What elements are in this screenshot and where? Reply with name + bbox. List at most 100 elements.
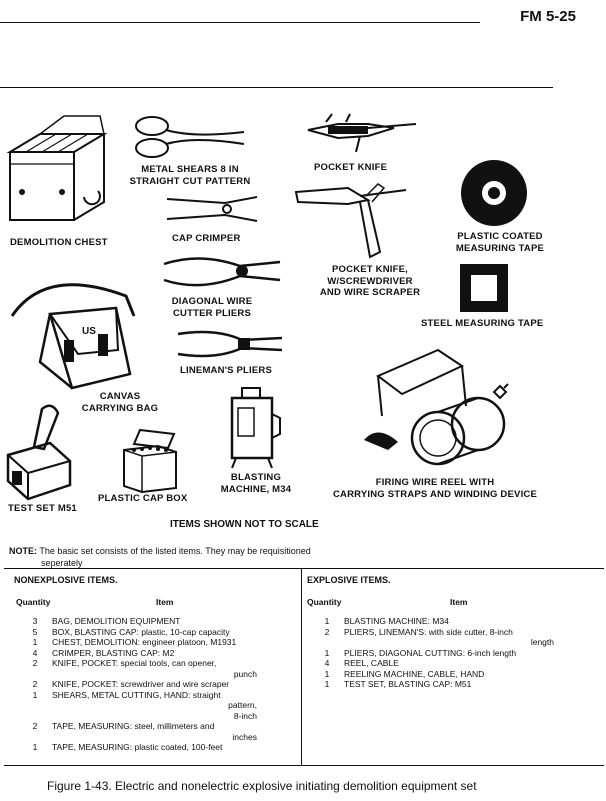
item-quantity: 2: [32, 721, 38, 731]
table-column-divider: [301, 569, 302, 765]
item-quantity: 1: [324, 679, 330, 689]
item-description: TEST SET, BLASTING CAP: M51: [344, 679, 554, 690]
item-text: REEL, CABLE: [344, 658, 399, 668]
cap-crimper-label: CAP CRIMPER: [172, 233, 241, 245]
item-description: KNIFE, POCKET: special tools, can opener…: [52, 658, 257, 679]
plastic-tape-illustration: [457, 159, 531, 232]
label-text: PLASTIC CAP BOX: [98, 493, 188, 504]
list-item: 3 BAG, DEMOLITION EQUIPMENT: [18, 616, 296, 627]
item-description: SHEARS, METAL CUTTING, HAND: straight pat…: [52, 690, 257, 722]
pocket-knife-screwdriver-label: POCKET KNIFE, W/SCREWDRIVER AND WIRE SCR…: [308, 264, 432, 299]
list-item: 1 TEST SET, BLASTING CAP: M51: [310, 679, 600, 690]
item-text: PLIERS, DIAGONAL CUTTING: 6-inch length: [344, 647, 517, 658]
list-item: 1 SHEARS, METAL CUTTING, HAND: straight pa…: [18, 690, 296, 722]
test-set-label: TEST SET M51: [8, 503, 77, 515]
label-text: CARRYING STRAPS AND WINDING DEVICE: [332, 488, 538, 500]
bag-us-marking: US: [82, 326, 96, 337]
nonexplosive-col-quantity: Quantity: [16, 597, 51, 607]
plastic-cap-box-label: PLASTIC CAP BOX: [98, 493, 187, 505]
label-text: MEASURING TAPE: [455, 242, 545, 254]
label-text: STEEL MEASURING TAPE: [421, 318, 544, 329]
label-text: PLASTIC COATED: [457, 231, 543, 242]
item-description: BOX, BLASTING CAP: plastic, 10-cap capac…: [52, 627, 257, 638]
label-text: POCKET KNIFE,: [332, 264, 408, 275]
metal-shears-label: METAL SHEARS 8 IN STRAIGHT CUT PATTERN: [125, 164, 255, 187]
item-quantity: 1: [32, 742, 38, 752]
diagonal-pliers-label: DIAGONAL WIRE CUTTER PLIERS: [162, 296, 262, 319]
list-item: 1 REELING MACHINE, CABLE, HAND: [310, 669, 600, 680]
list-item: 1 TAPE, MEASURING: plastic coated, 100-fe…: [18, 742, 296, 753]
item-description: PLIERS, DIAGONAL CUTTING: 6-inch length: [344, 648, 554, 659]
item-quantity: 2: [324, 626, 330, 637]
item-quantity: 1: [324, 647, 330, 658]
item-quantity: 1: [324, 616, 330, 626]
item-text: CHEST, DEMOLITION: engineer platoon, M19…: [52, 637, 237, 647]
item-quantity: 2: [32, 679, 38, 689]
item-quantity: 4: [32, 647, 38, 658]
item-text: KNIFE, POCKET: special tools, can opener…: [52, 658, 217, 668]
figure-caption: Figure 1-43. Electric and nonelectric ex…: [47, 779, 477, 793]
list-item: 2 KNIFE, POCKET: special tools, can opene…: [18, 658, 296, 679]
item-text: SHEARS, METAL CUTTING, HAND: straight: [52, 689, 221, 700]
label-text: DEMOLITION CHEST: [10, 237, 108, 248]
item-quantity: 1: [32, 689, 38, 700]
steel-tape-label: STEEL MEASURING TAPE: [421, 318, 543, 330]
steel-tape-illustration: [458, 262, 510, 319]
not-to-scale-note: ITEMS SHOWN NOT TO SCALE: [170, 519, 319, 530]
item-quantity: 5: [32, 626, 38, 637]
list-item: 2 KNIFE, POCKET: screwdriver and wire scr…: [18, 679, 296, 690]
label-text: MACHINE, M34: [220, 483, 292, 495]
item-text: TAPE, MEASURING: steel, millimeters and: [52, 721, 215, 731]
demolition-chest-label: DEMOLITION CHEST: [10, 237, 108, 249]
list-item: 2 TAPE, MEASURING: steel, millimeters and…: [18, 721, 296, 742]
list-item: 1 PLIERS, DIAGONAL CUTTING: 6-inch length: [310, 648, 600, 659]
header-rule-bottom: [0, 87, 553, 88]
test-set-illustration: [4, 403, 74, 508]
label-text: W/SCREWDRIVER: [327, 275, 413, 287]
explosive-col-item: Item: [450, 597, 468, 607]
item-text-continued: pattern,: [228, 700, 257, 710]
blasting-machine-illustration: [226, 384, 284, 475]
item-description: CRIMPER, BLASTING CAP: M2: [52, 648, 257, 659]
label-text: STRAIGHT CUT PATTERN: [129, 175, 251, 187]
pocket-knife-illustration: [298, 112, 418, 161]
item-description: TAPE, MEASURING: plastic coated, 100-fee…: [52, 742, 257, 753]
explosive-col-quantity: Quantity: [307, 597, 342, 607]
item-text-continued: 8-inch: [233, 710, 257, 721]
item-quantity: 1: [324, 668, 330, 679]
item-text: KNIFE, POCKET: screwdriver and wire scra…: [52, 679, 230, 689]
list-item: 5 BOX, BLASTING CAP: plastic, 10-cap capa…: [18, 627, 296, 638]
item-description: BAG, DEMOLITION EQUIPMENT: [52, 616, 257, 627]
label-text: DIAGONAL WIRE: [171, 296, 253, 307]
note-line-2: seperately: [41, 558, 83, 568]
linemans-pliers-label: LINEMAN'S PLIERS: [180, 365, 272, 377]
label-text: LINEMAN'S PLIERS: [180, 365, 273, 376]
cap-crimper-illustration: [165, 193, 265, 234]
explosive-title: EXPLOSIVE ITEMS.: [307, 575, 391, 585]
item-quantity: 2: [32, 658, 38, 668]
label-text: BLASTING: [230, 472, 282, 483]
nonexplosive-col-item: Item: [156, 597, 174, 607]
nonexplosive-list: 3 BAG, DEMOLITION EQUIPMENT 5 BOX, BLASTING…: [18, 616, 296, 753]
firing-wire-reel-label: FIRING WIRE REEL WITH CARRYING STRAPS AN…: [320, 477, 550, 500]
plastic-tape-label: PLASTIC COATED MEASURING TAPE: [450, 231, 550, 254]
canvas-bag-illustration: [6, 270, 136, 405]
note-line-1: The basic set consists of the listed ite…: [37, 546, 311, 556]
pocket-knife-screwdriver-illustration: [288, 182, 408, 267]
label-text: FIRING WIRE REEL WITH: [375, 477, 495, 488]
item-description: KNIFE, POCKET: screwdriver and wire scra…: [52, 679, 257, 690]
item-description: CHEST, DEMOLITION: engineer platoon, M19…: [52, 637, 257, 648]
blasting-machine-label: BLASTING MACHINE, M34: [214, 472, 298, 495]
label-text: AND WIRE SCRAPER: [319, 287, 421, 298]
metal-shears-illustration: [134, 114, 254, 167]
header-rule-top: [0, 22, 480, 23]
firing-wire-reel-illustration: [358, 346, 528, 481]
item-quantity: 3: [32, 616, 38, 626]
item-text-continued: punch: [233, 668, 257, 679]
item-description: REELING MACHINE, CABLE, HAND: [344, 669, 554, 680]
